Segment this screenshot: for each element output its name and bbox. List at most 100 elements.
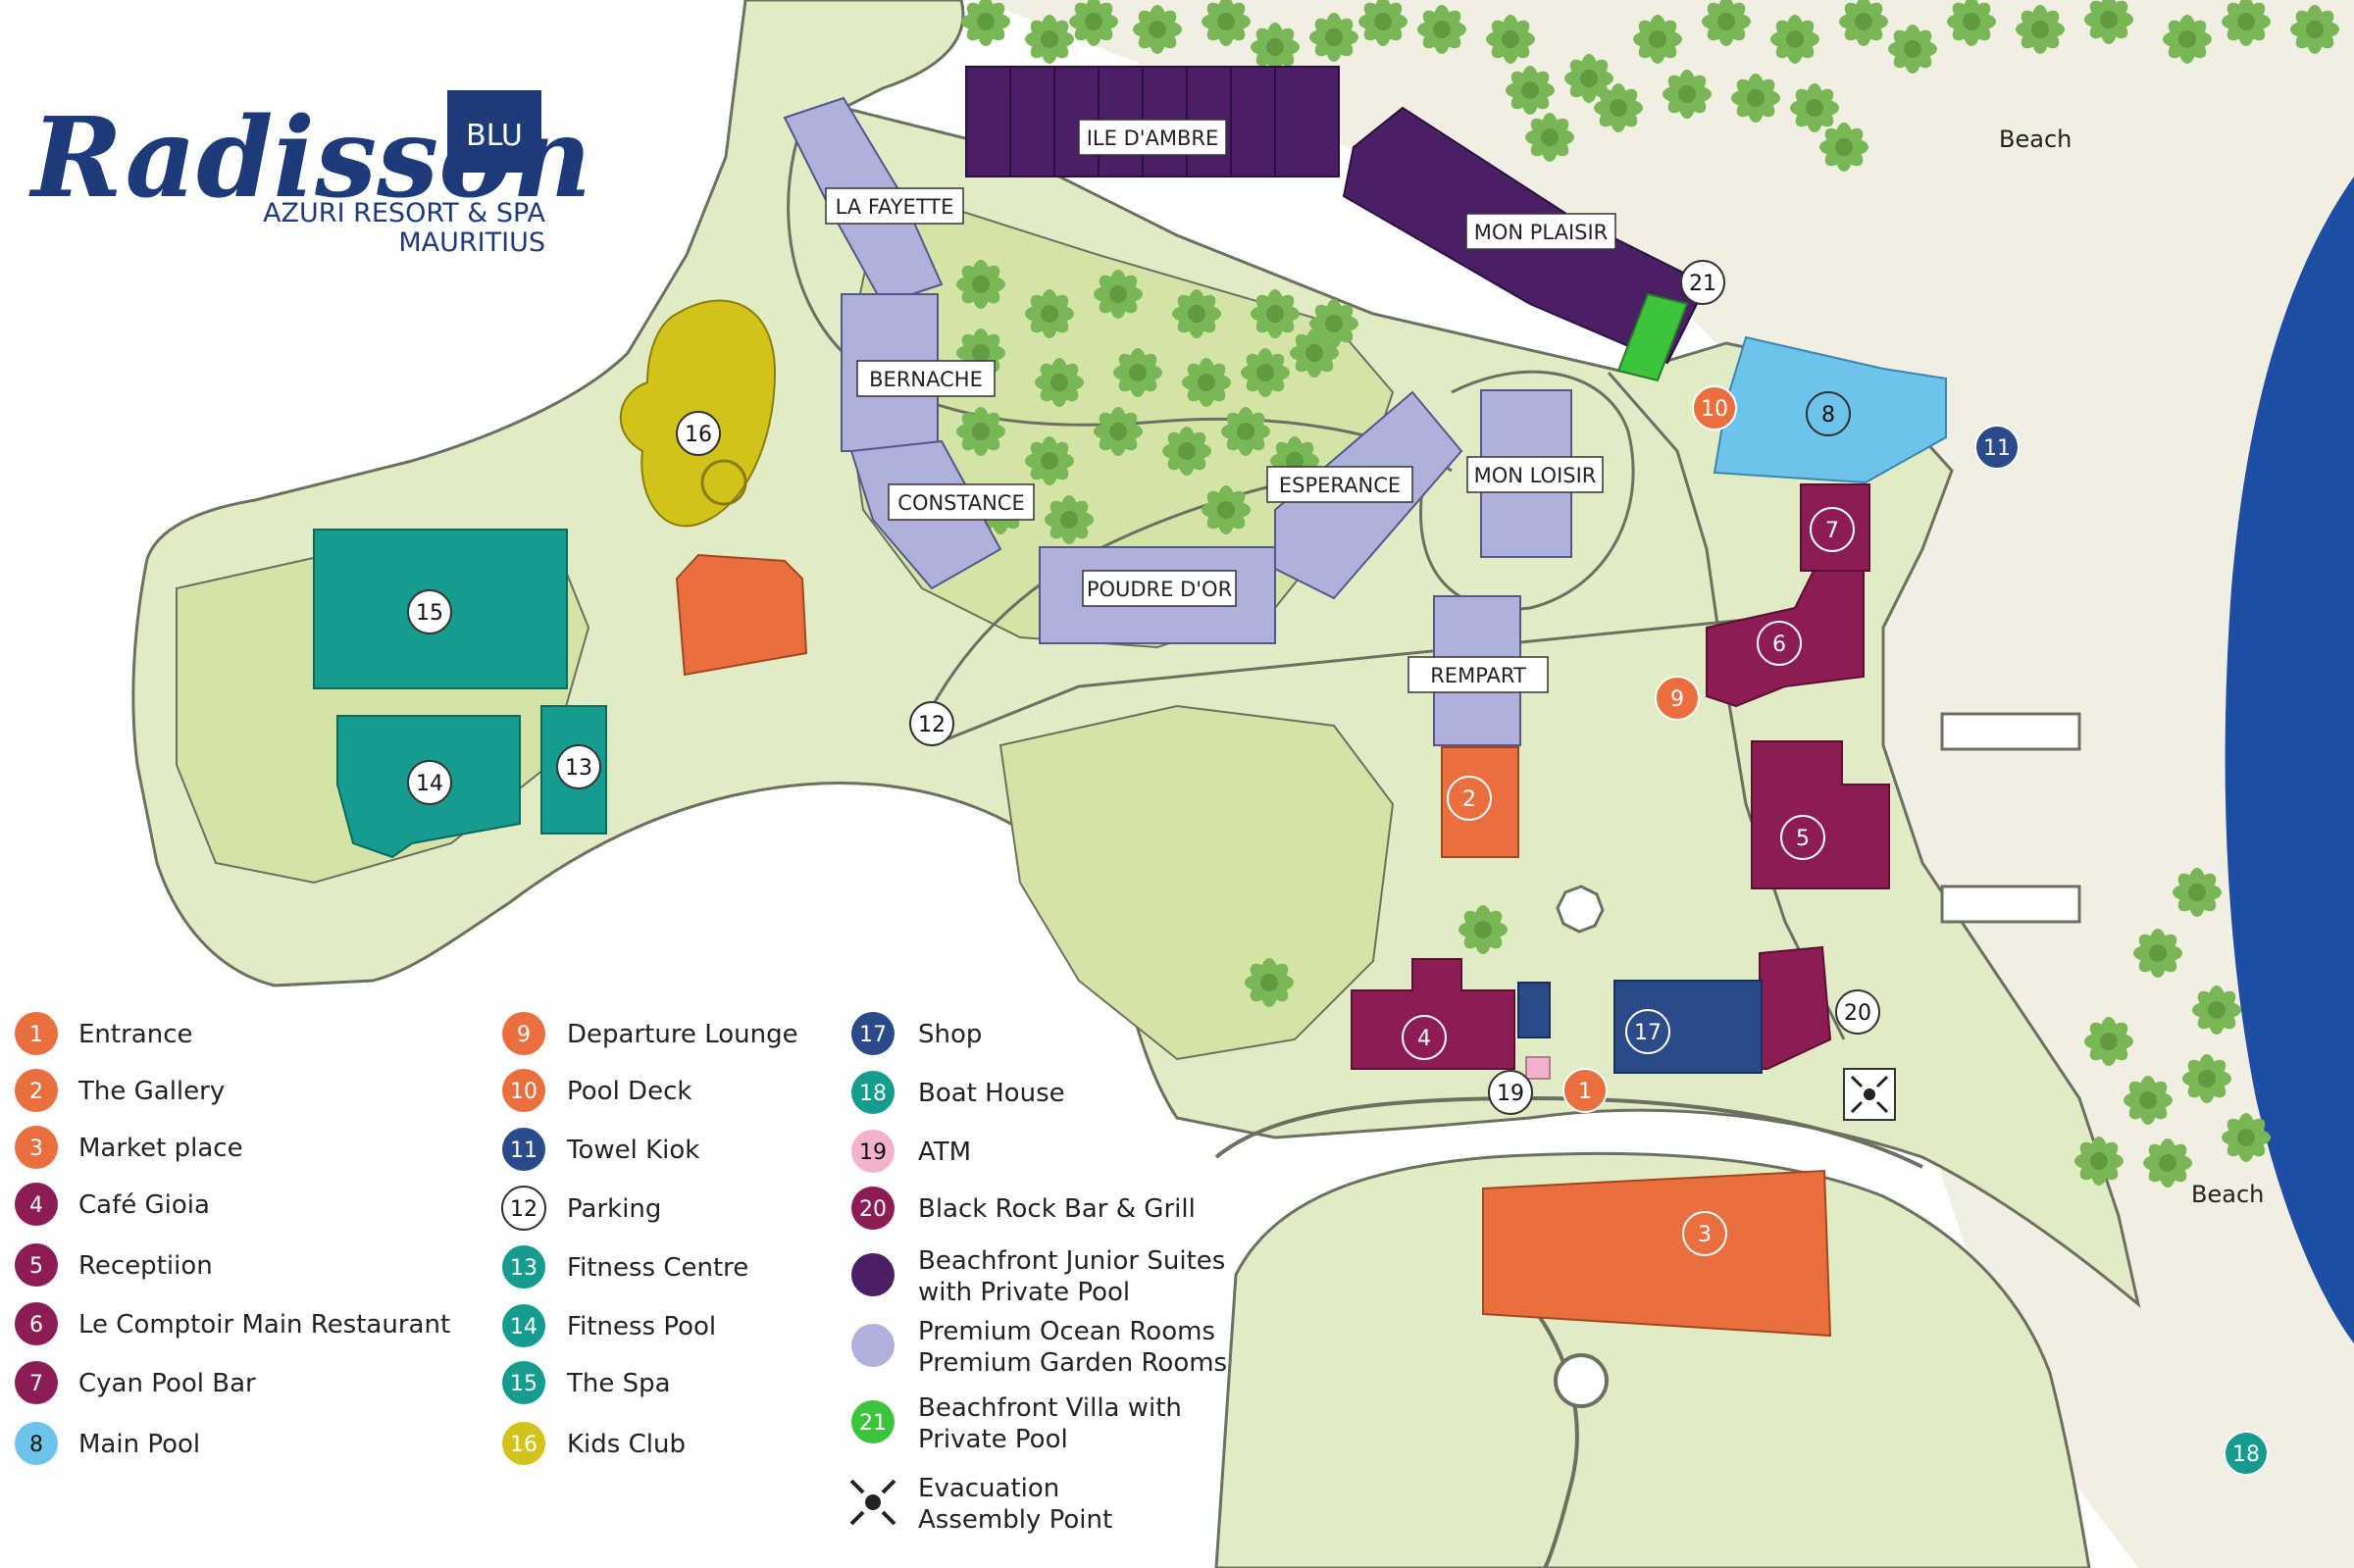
marker-3: 3 — [1682, 1211, 1727, 1256]
tree — [1094, 407, 1143, 456]
tree — [1251, 23, 1300, 72]
legend-number: 10 — [510, 1080, 537, 1104]
brand-logo: Radisson BLU AZURI RESORT & SPA MAURITIU… — [28, 90, 591, 258]
legend-number: 8 — [29, 1433, 43, 1457]
svg-text:15: 15 — [416, 601, 443, 626]
tree — [1309, 13, 1358, 62]
label-esperance: ESPERANCE — [1279, 474, 1401, 497]
legend-label: Receptiion — [78, 1251, 213, 1281]
legend-swatch — [15, 1361, 58, 1404]
lawn-south — [998, 704, 1395, 1061]
svg-text:10: 10 — [1701, 397, 1728, 422]
tree — [2222, 1113, 2271, 1162]
svg-text:13: 13 — [565, 756, 592, 781]
tree — [1731, 74, 1780, 123]
label-ile-dambre: ILE D'AMBRE — [1087, 126, 1219, 150]
resort-grounds — [131, 0, 2141, 1308]
legend-item: 1 Entrance — [15, 1012, 193, 1055]
legend-number: 18 — [859, 1082, 887, 1106]
building-ile-dambre: ILE D'AMBRE — [965, 66, 1340, 177]
legend-swatch — [15, 1243, 58, 1287]
tree — [2222, 0, 2271, 46]
orange-building — [675, 553, 808, 677]
legend-swatch — [851, 1187, 895, 1230]
marker-16: 16 — [676, 411, 721, 456]
tree — [956, 407, 1005, 456]
tree — [2143, 1138, 2192, 1188]
tree — [1594, 83, 1643, 132]
legend-label: Main Pool — [78, 1430, 200, 1459]
fountain — [1556, 885, 1605, 934]
legend-swatch — [15, 1126, 58, 1169]
legend-swatch — [15, 1069, 58, 1112]
label-la-fayette: LA FAYETTE — [836, 195, 954, 219]
tree — [1025, 15, 1074, 64]
marker-18: 18 — [2224, 1431, 2269, 1476]
svg-text:20: 20 — [1844, 1001, 1871, 1026]
tree — [2016, 5, 2065, 54]
legend-number: 2 — [29, 1080, 43, 1104]
building-constance: CONSTANCE — [849, 439, 1035, 590]
legend-label: Towel Kiok — [566, 1136, 699, 1165]
sea — [2225, 177, 2354, 1343]
building-poudre-dor: POUDRE D'OR — [1039, 546, 1276, 644]
svg-text:21: 21 — [1689, 272, 1716, 296]
legend-swatch — [15, 1422, 58, 1465]
market-place-building — [1482, 1169, 1832, 1338]
legend-label-line1: Beachfront Junior Suites — [918, 1246, 1225, 1276]
tree — [1633, 15, 1682, 64]
legend-label: Entrance — [78, 1020, 193, 1049]
marker-6: 6 — [1757, 621, 1802, 666]
legend-item: 8 Main Pool — [15, 1422, 200, 1465]
beach-label-north: Beach — [1999, 126, 2072, 153]
legend-label: ATM — [918, 1138, 971, 1167]
legend-label: Fitness Pool — [567, 1312, 716, 1341]
svg-text:5: 5 — [1796, 827, 1810, 851]
legend-label: Market place — [78, 1134, 243, 1163]
legend-label: Le Comptoir Main Restaurant — [78, 1310, 450, 1340]
evacuation-assembly-icon — [1843, 1068, 1896, 1121]
pier-north — [1940, 712, 2081, 751]
svg-text:12: 12 — [918, 713, 946, 737]
legend-number: 9 — [517, 1023, 531, 1047]
tree — [1094, 270, 1143, 319]
legend-swatch — [502, 1245, 545, 1289]
lower-grounds — [1214, 1151, 2091, 1568]
svg-text:14: 14 — [416, 772, 443, 796]
tree — [1202, 0, 1251, 46]
building-mon-plaisir: MON PLAISIR — [1342, 106, 1709, 365]
label-bernache: BERNACHE — [869, 368, 983, 391]
tree — [1564, 54, 1613, 103]
legend-swatch — [851, 1071, 895, 1114]
legend-label-line2: Private Pool — [918, 1425, 1068, 1454]
legend-swatch — [15, 1012, 58, 1055]
trees — [956, 0, 2339, 1188]
roundabout — [1554, 1353, 1609, 1408]
legend-label-line2: with Private Pool — [918, 1278, 1130, 1307]
legend-label-line2: Assembly Point — [918, 1505, 1112, 1535]
legend-number: 1 — [29, 1023, 43, 1047]
tree — [1770, 15, 1819, 64]
tree — [2084, 1017, 2133, 1066]
legend-number: 12 — [510, 1197, 537, 1222]
legend-label: Kids Club — [567, 1430, 686, 1459]
path-main — [931, 606, 1865, 747]
cafe-gioia-building — [1351, 958, 1515, 1070]
tree — [1486, 15, 1535, 64]
beach-label-south: Beach — [2191, 1181, 2264, 1208]
marker-9: 9 — [1655, 676, 1700, 721]
kids-club-ring — [700, 459, 747, 506]
legend-swatch — [851, 1130, 895, 1173]
legend-label: The Spa — [566, 1369, 671, 1398]
marker-2: 2 — [1447, 776, 1492, 821]
